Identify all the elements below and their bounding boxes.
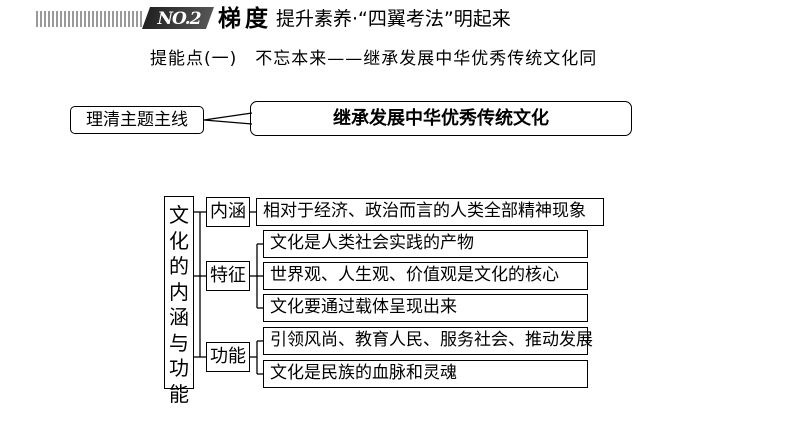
node-tezheng: 特征 [206, 261, 250, 291]
root-char: 功 [169, 356, 189, 380]
section-number-text: NO.2 [157, 9, 201, 29]
root-char: 内 [169, 279, 189, 304]
node-gongneng: 功能 [206, 342, 250, 372]
section-title: 提能点(一) 不忘本来——继承发展中华优秀传统文化同 [150, 49, 598, 69]
root-char: 化 [169, 228, 189, 253]
header-title: 梯度 [218, 6, 272, 32]
root-char: 能 [169, 381, 189, 406]
root-char: 的 [169, 254, 189, 278]
root-char: 文 [169, 203, 189, 227]
node-neihan: 内涵 [206, 197, 250, 227]
leaf-tezheng-1: 文化是人类社会实践的产物 [263, 230, 588, 258]
leaf-neihan-1: 相对于经济、政治而言的人类全部精神现象 [256, 198, 604, 226]
leaf-tezheng-2: 世界观、人生观、价值观是文化的核心 [263, 262, 588, 290]
leaf-gongneng-2: 文化是民族的血脉和灵魂 [263, 360, 588, 388]
leaf-gongneng-1: 引领风尚、教育人民、服务社会、推动发展 [263, 327, 593, 355]
root-char: 涵 [169, 305, 189, 329]
leaf-tezheng-3: 文化要通过载体呈现出来 [263, 294, 588, 322]
theme-label: 理清主题主线 [70, 106, 204, 134]
diagram-root: 文 化 的 内 涵 与 功 能 [164, 196, 194, 406]
theme-main-box: 继承发展中华优秀传统文化 [250, 101, 632, 136]
header-subtitle: 提升素养·“四翼考法”明起来 [276, 8, 511, 30]
header-decoration [36, 11, 144, 27]
root-char: 与 [169, 330, 189, 355]
